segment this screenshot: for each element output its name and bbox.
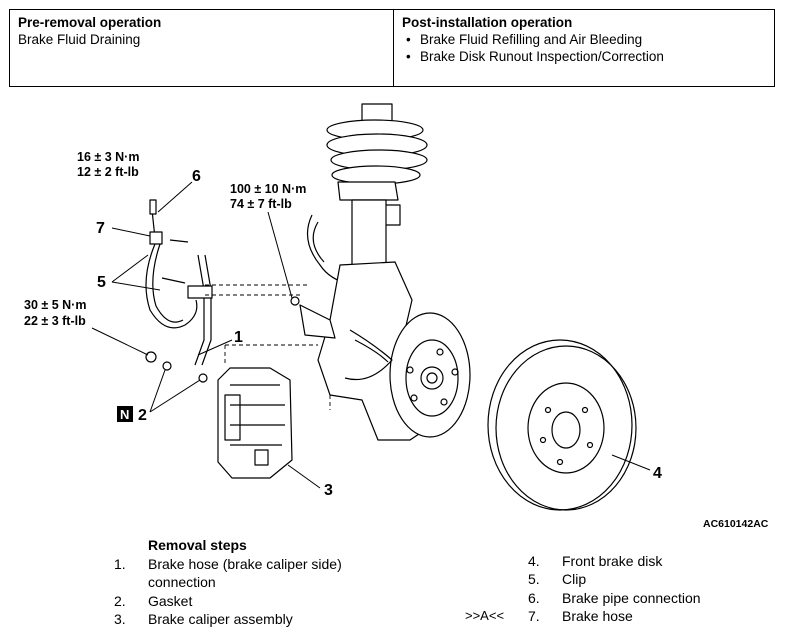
pre-removal-cell: Pre-removal operation Brake Fluid Draini… — [10, 10, 394, 86]
removal-step: 3. Brake caliper assembly — [114, 610, 378, 628]
service-point-ref: >>A<< — [465, 608, 505, 623]
step-text: Brake caliper assembly — [148, 611, 293, 627]
step-text: Brake hose (brake caliper side) connecti… — [148, 555, 378, 591]
torque-spec-left-metric: 30 ± 5 N·m — [24, 298, 86, 312]
brake-caliper-drawing — [217, 367, 293, 479]
brake-disk-drawing — [487, 339, 637, 511]
brake-hose-drawing — [145, 209, 213, 366]
pre-removal-heading: Pre-removal operation — [18, 15, 162, 30]
post-installation-list: Brake Fluid Refilling and Air Bleeding B… — [402, 31, 766, 65]
leader-lines — [91, 181, 651, 489]
removal-step: 5. Clip — [528, 570, 762, 588]
torque-spec-top-metric: 16 ± 3 N·m — [77, 150, 139, 164]
removal-step: 7. Brake hose — [528, 607, 762, 625]
post-installation-cell: Post-installation operation Brake Fluid … — [394, 10, 774, 86]
step-number: 3. — [114, 611, 126, 627]
step-number: 5. — [528, 571, 540, 587]
strut-assembly-drawing — [306, 103, 428, 285]
brake-exploded-diagram: 16 ± 3 N·m 12 ± 2 ft-lb 100 ± 10 N·m 74 … — [24, 103, 769, 530]
figure-code: AC610142AC — [703, 518, 769, 530]
step-number: 1. — [114, 556, 126, 572]
post-installation-item: Brake Fluid Refilling and Air Bleeding — [406, 31, 766, 48]
pre-removal-item: Brake Fluid Draining — [18, 32, 141, 47]
torque-spec-mid-imperial: 74 ± 7 ft-lb — [230, 197, 292, 211]
step-number: 4. — [528, 553, 540, 569]
removal-steps-title: Removal steps — [148, 537, 247, 553]
removal-step: 2. Gasket — [114, 592, 378, 610]
callout-7: 7 — [96, 220, 105, 237]
step-text: Gasket — [148, 593, 193, 609]
callout-6: 6 — [192, 168, 201, 185]
callout-1: 1 — [234, 329, 243, 346]
hardware-drawing — [145, 199, 300, 383]
post-installation-item: Brake Disk Runout Inspection/Correction — [406, 48, 766, 65]
knuckle-hub-drawing — [299, 261, 471, 441]
torque-spec-mid-metric: 100 ± 10 N·m — [230, 182, 306, 196]
step-number: 6. — [528, 590, 540, 606]
step-number: 2. — [114, 593, 126, 609]
step-text: Brake hose — [562, 608, 633, 624]
n-badge — [117, 406, 133, 422]
step-text-line: connection — [148, 574, 216, 590]
torque-spec-left-imperial: 22 ± 3 ft-lb — [24, 314, 86, 328]
alignment-lines — [205, 284, 331, 410]
step-number: 7. — [528, 608, 540, 624]
step-text: Clip — [562, 571, 587, 587]
callout-2: 2 — [138, 407, 147, 424]
callout-4: 4 — [653, 465, 662, 482]
callout-3: 3 — [324, 482, 333, 499]
n-badge-letter: N — [120, 407, 129, 422]
step-text: Front brake disk — [562, 553, 663, 569]
removal-step: 4. Front brake disk — [528, 552, 762, 570]
torque-spec-top-imperial: 12 ± 2 ft-lb — [77, 165, 139, 179]
callout-5: 5 — [97, 274, 106, 291]
operations-table: Pre-removal operation Brake Fluid Draini… — [9, 9, 775, 87]
step-text-line: Brake hose (brake caliper side) — [148, 556, 342, 572]
removal-step: 1. Brake hose (brake caliper side) conne… — [114, 555, 378, 591]
step-text: Brake pipe connection — [562, 590, 701, 606]
removal-step: 6. Brake pipe connection — [528, 589, 762, 607]
post-installation-heading: Post-installation operation — [402, 15, 573, 30]
